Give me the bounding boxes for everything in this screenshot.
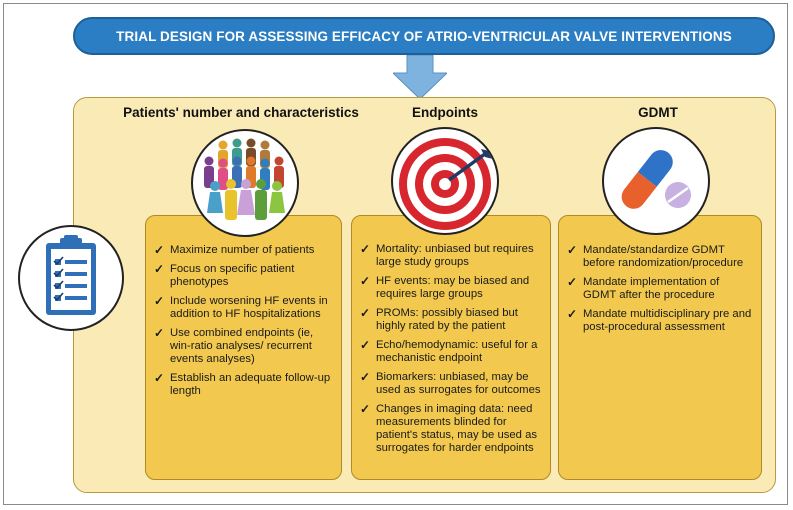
banner-title: TRIAL DESIGN FOR ASSESSING EFFICACY OF A… — [116, 28, 732, 44]
list-item: ✓Establish an adequate follow-up length — [154, 371, 331, 398]
list-item: ✓HF events: may be biased and requires l… — [360, 274, 530, 301]
list-item: ✓Focus on specific patient phenotypes — [154, 262, 295, 289]
down-arrow-icon — [393, 55, 447, 99]
column-title-gdmt: GDMT — [638, 105, 678, 120]
card-endpoints: ✓Mortality: unbiased but requires large … — [351, 215, 551, 480]
pills-icon — [602, 127, 710, 235]
list-item: ✓PROMs: possibly biased but highly rated… — [360, 306, 518, 333]
list-item: ✓Changes in imaging data: need measureme… — [360, 402, 538, 455]
list-item: ✓Echo/hemodynamic: useful for a mechanis… — [360, 338, 538, 365]
target-icon — [391, 127, 499, 235]
list-item: ✓Maximize number of patients — [154, 243, 315, 257]
list-item: ✓Mortality: unbiased but requires large … — [360, 242, 534, 269]
card-patients: ✓Maximize number of patients ✓Focus on s… — [145, 215, 342, 480]
people-group-icon — [191, 129, 299, 237]
list-item: ✓Mandate/standardize GDMT before randomi… — [567, 243, 744, 270]
list-item: ✓Mandate implementation of GDMT after th… — [567, 275, 720, 302]
list-item: ✓Mandate multidisciplinary pre and post-… — [567, 307, 752, 334]
column-title-patients: Patients' number and characteristics — [123, 105, 359, 120]
figure-frame — [3, 3, 788, 505]
column-title-endpoints: Endpoints — [412, 105, 478, 120]
title-banner: TRIAL DESIGN FOR ASSESSING EFFICACY OF A… — [73, 17, 775, 55]
list-item: ✓Include worsening HF events in addition… — [154, 294, 328, 321]
card-gdmt: ✓Mandate/standardize GDMT before randomi… — [558, 215, 762, 480]
list-item: ✓Biomarkers: unbiased, may be used as su… — [360, 370, 541, 397]
clipboard-checklist-icon — [18, 225, 124, 331]
list-item: ✓Use combined endpoints (ie, win-ratio a… — [154, 326, 314, 366]
